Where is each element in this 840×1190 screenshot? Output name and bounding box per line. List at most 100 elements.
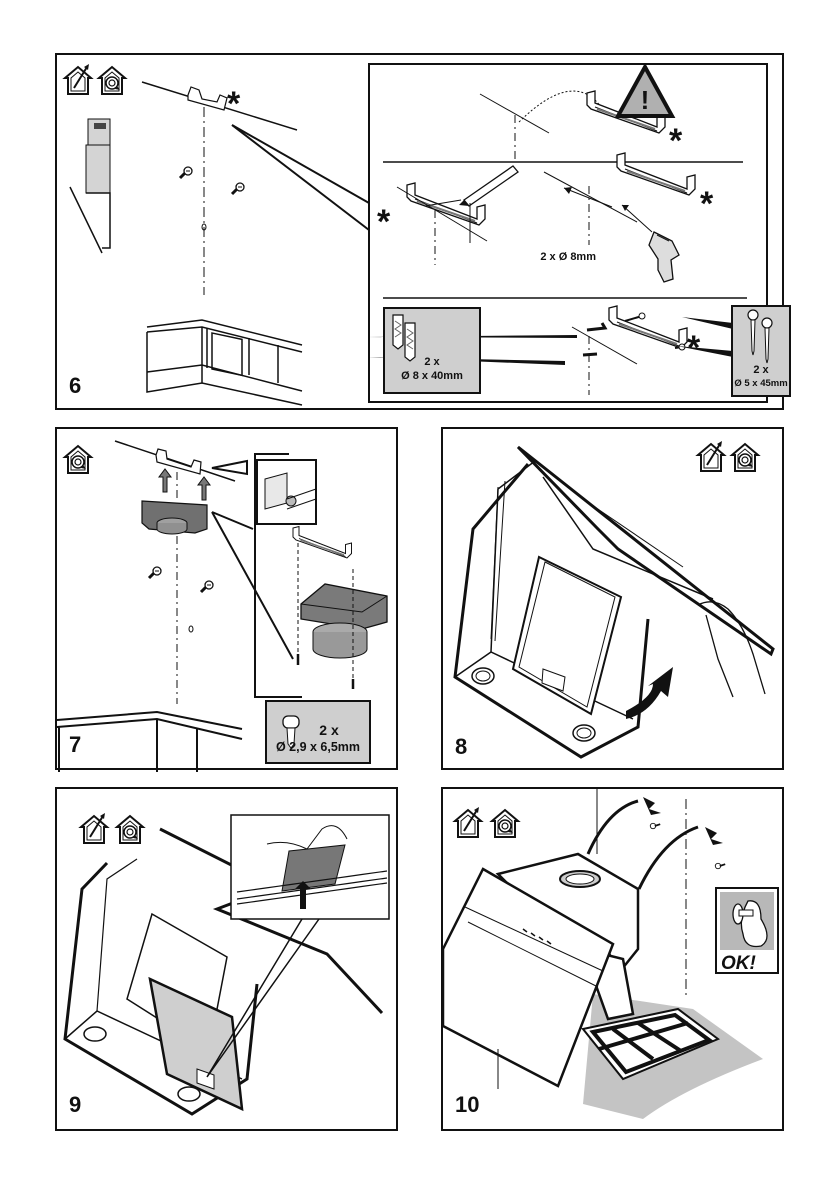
drill-arrow [563,187,653,233]
callout-wedge [368,335,577,365]
ceiling-line [114,440,236,482]
hood-vent [94,123,106,129]
screw-hung-icon [732,900,768,948]
air-outlet-adapter-large [300,583,388,659]
screw [296,654,355,689]
control-strip [464,906,604,988]
asterisk-mark [669,122,683,160]
grease-filter-inner [518,561,616,708]
grease-filter [148,976,244,1112]
wall-plug [582,322,608,357]
asterisk-mark [377,203,391,241]
callout-wedge [211,459,248,476]
grease-filter [511,555,623,716]
control-buttons [522,928,552,945]
wall-plug-icon [392,314,416,362]
ceiling-line [543,171,638,223]
ceiling-line [571,326,638,365]
step-number: 7 [69,732,82,757]
rail [286,498,317,510]
step-9-illustration [63,812,390,1116]
ceiling-bracket [155,448,202,475]
wall-plugs-size: Ø 8 x 40mm [401,370,463,382]
bracket-icon [292,525,353,559]
ceiling-line [479,93,550,134]
ceiling-bracket [187,86,228,111]
recirculation-icon [98,66,126,95]
bracket-closeup [264,472,288,510]
step-10-illustration: OK! [441,789,779,1119]
wall-cabinet [56,710,243,772]
step-8-illustration [453,440,775,759]
asterisk-mark [227,85,241,123]
recirculation-icon [731,443,759,472]
light-icon [83,1026,107,1042]
wall-plugs-qty: 2 x [424,356,440,368]
rail [286,488,317,500]
ducted-exhaust-icon [64,63,92,95]
step-9-panel: 9 [55,787,398,1131]
screw-icon [178,165,194,180]
screws-size: Ø 5 x 45mm [734,378,788,389]
ceiling-line [396,186,488,242]
callout-line [231,124,370,231]
wall-cabinets [146,319,303,406]
gas-hob [581,1007,720,1081]
hood-chimney-top [87,118,111,146]
callout-line [231,124,370,204]
hood-chimney [85,144,111,194]
screw-icon [230,181,246,196]
step-number: 10 [455,1092,480,1117]
ducted-exhaust-icon [454,806,482,838]
air-outlet [565,873,595,885]
svg-text:!: ! [641,85,650,115]
step-number: 6 [69,373,82,398]
screw-icon [747,309,773,364]
hand-icon [266,825,348,850]
recirculation-icon [491,809,519,838]
hang-path [637,825,699,890]
up-arrow-icon [295,881,311,909]
screw-icon [649,822,661,830]
step-6-panel: ! 2 x Ø 8mm [55,53,791,410]
screw-icon [282,715,300,749]
screw-icon [714,862,726,870]
screws-box: 2 x Ø 2,9 x 6,5mm [265,700,371,764]
up-arrow-icon [197,476,211,501]
rail [236,870,388,905]
down-arrow-icon [643,797,661,815]
light-icon [572,724,596,742]
callout-line [211,511,294,660]
ducted-exhaust-icon [80,812,108,844]
screw-head [638,312,646,320]
screw-icon [199,579,215,594]
callout-wedge [677,317,733,357]
drill-icon [648,231,680,283]
screws-box: 2 x Ø 5 x 45mm [731,305,791,397]
control-strip [582,498,684,568]
light-icon [475,670,491,682]
down-arrow-icon [705,827,723,845]
glass-panel [441,867,615,1088]
screws-qty: 2 x [319,722,339,738]
filter-handle [541,668,566,692]
step-10-panel: OK! 10 [441,787,784,1131]
light-icon [471,667,495,685]
step-8-panel: 8 [441,427,784,770]
screws-size: Ø 2,9 x 6,5mm [275,740,361,754]
drill-size-label: 2 x Ø 8mm [540,251,596,263]
arrowhead [564,187,629,211]
ok-label: OK! [721,953,756,974]
detail-frame [254,453,302,698]
ducted-exhaust-icon [697,440,725,472]
hood-canopy [69,186,111,254]
hand-icon [697,601,766,698]
hang-path [586,799,639,855]
recirculation-icon [116,815,144,844]
step-number: 9 [69,1092,82,1117]
step-7-panel: 2 x Ø 2,9 x 6,5mm 7 [55,427,398,772]
wall-plugs-box: 2 x Ø 8 x 40mm [383,307,481,394]
pencil-icon [459,165,519,207]
screws-qty: 2 x [753,364,769,376]
mark-line [424,199,462,207]
